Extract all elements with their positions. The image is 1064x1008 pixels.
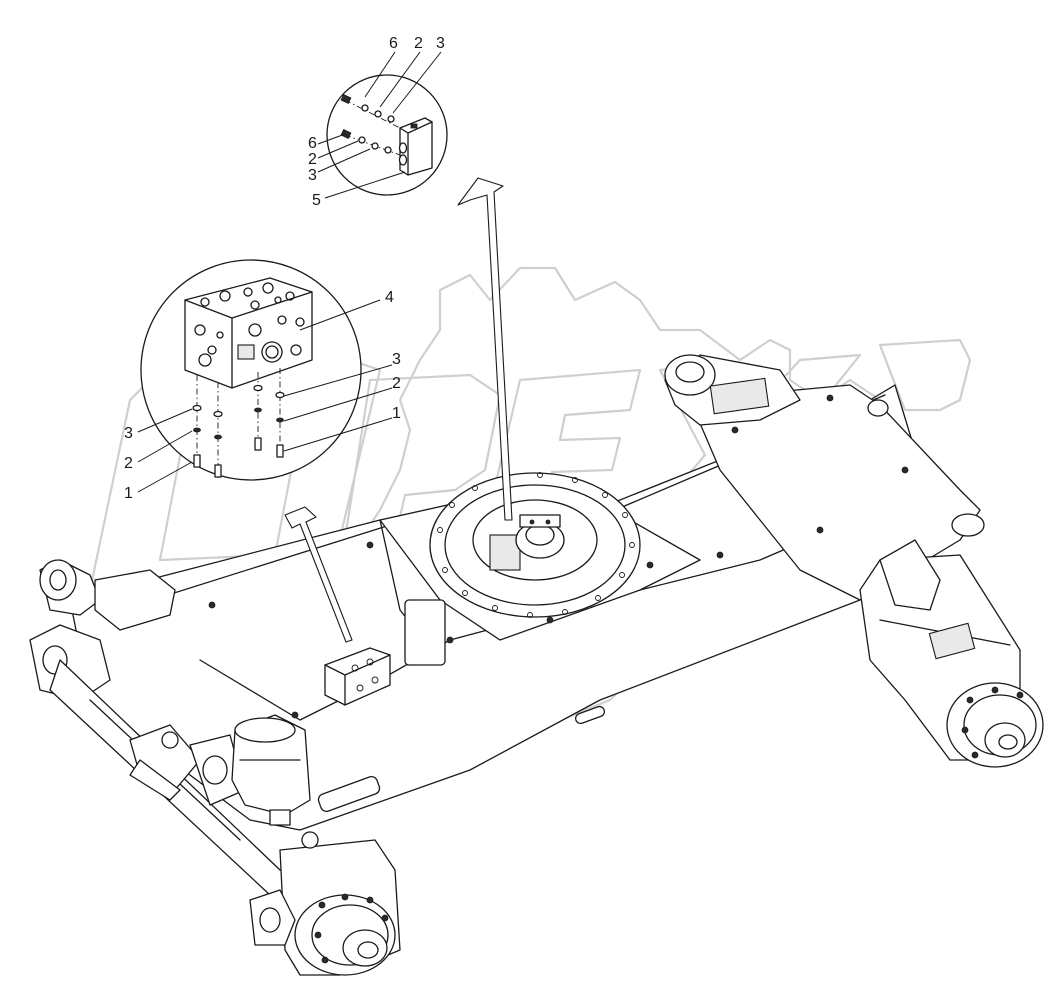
wheel-unit-right <box>859 539 1044 768</box>
callout-td-2a: 2 <box>414 35 423 52</box>
callout-td-3b: 3 <box>308 167 317 184</box>
callout-td-3a: 3 <box>436 35 445 52</box>
callout-vd-1r: 1 <box>392 405 401 422</box>
callout-vd-3l: 3 <box>124 425 133 442</box>
callout-td-5: 5 <box>312 192 321 209</box>
callout-vd-3r: 3 <box>392 351 401 368</box>
valve-block-installed <box>324 647 391 706</box>
valve-block-ports <box>194 282 305 367</box>
detail-arrow-rotary <box>457 177 513 521</box>
callouts-top-detail: 6 2 3 6 2 3 5 <box>308 35 445 209</box>
slewing-ring-bolts <box>437 472 635 618</box>
callout-td-6b: 6 <box>308 135 317 152</box>
callout-vd-2l: 2 <box>124 455 133 472</box>
callout-td-2b: 2 <box>308 151 317 168</box>
steering-linkage <box>49 659 301 901</box>
callouts-valve-detail: 4 3 2 1 3 2 1 <box>124 289 401 502</box>
callout-vd-2r: 2 <box>392 375 401 392</box>
callout-vd-1l: 1 <box>124 485 133 502</box>
callout-td-6a: 6 <box>389 35 398 52</box>
detail-arrow-valve <box>284 506 353 643</box>
slewing-ring <box>429 472 641 618</box>
motor-right-upper <box>664 354 801 426</box>
wheel-unit-bottom-left <box>249 831 401 976</box>
callout-vd-4: 4 <box>385 289 394 306</box>
detail-circle-valve <box>137 259 393 493</box>
detail-circle-top <box>317 51 448 199</box>
center-motor-left <box>231 714 311 826</box>
wheel-unit-front-left <box>29 559 176 701</box>
